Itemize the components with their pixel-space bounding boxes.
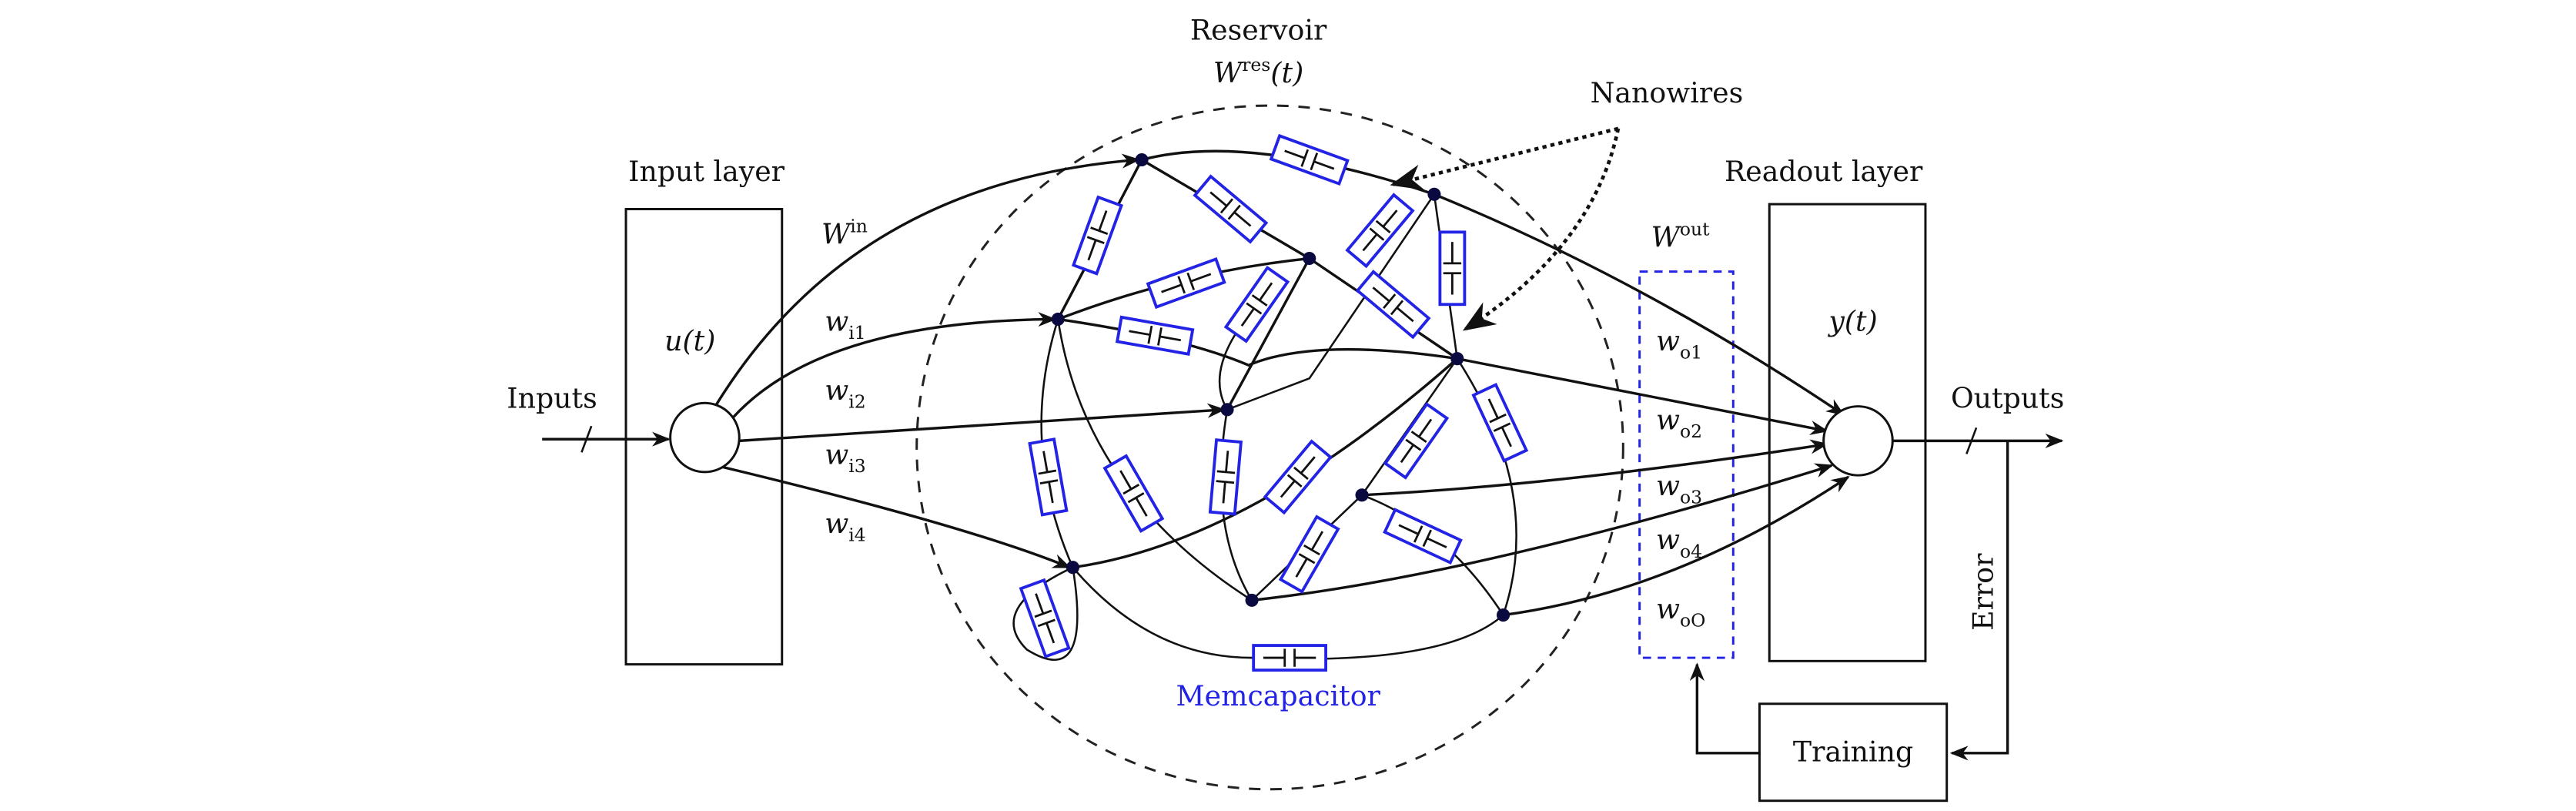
reservoir-weight: Wres(t) [1213,54,1303,89]
input-bus-slash [580,425,593,453]
training-label: Training [1793,735,1913,768]
reservoir-node [1450,352,1464,366]
input-layer-box [624,208,784,666]
reservoir-node [1303,251,1316,266]
output-weight-label: wo2 [1656,403,1702,442]
memcapacitor-symbol [1208,438,1243,516]
reservoir-node [1355,488,1369,502]
output-node [1822,405,1894,477]
memcapacitor-symbol [1345,193,1415,269]
memcapacitor-symbol [1438,230,1467,307]
readout-layer-box [1768,203,1927,662]
output-weight-label: wo3 [1656,469,1702,508]
training-box [1758,702,1949,803]
readout-signal: y(t) [1827,304,1877,337]
reservoir-title: Reservoir [1190,14,1327,47]
memcapacitor-symbol [1028,437,1069,517]
input-signal: u(t) [664,324,715,357]
input-weight-matrix: Win [821,215,868,250]
memcapacitor-symbol [1115,315,1195,356]
memcapacitors [1019,133,1529,672]
memcapacitor-symbol [1071,195,1124,276]
training-update-line [1689,662,1760,755]
memcapacitor-symbol [1252,644,1328,672]
inputs-label: Inputs [507,382,597,415]
output-bus-slash [1965,427,1978,454]
memcapacitor-symbol [1355,270,1431,340]
memcapacitor-symbol [1269,133,1350,186]
memcapacitor-symbol [1223,265,1290,344]
input-weight-label: wi2 [825,374,865,413]
memcapacitor-symbol [1102,454,1165,533]
readout-layer-title: Readout layer [1725,155,1923,188]
output-weights: wo1 wo2 wo3 wo4 woO [1656,324,1705,632]
reservoir-node [1427,187,1441,201]
output-weights-box [1638,270,1735,659]
output-weight-label: wo4 [1656,523,1702,562]
error-feedback-line [1949,441,2009,761]
reservoir-node [1135,152,1149,167]
reservoir-node [1245,593,1259,607]
memcapacitor-symbol [1383,508,1463,565]
memcapacitor-symbol [1146,256,1226,310]
memcapacitor-symbol [1383,402,1450,480]
memcapacitor-label: Memcapacitor [1176,679,1380,712]
outputs-label: Outputs [1951,382,2064,415]
reservoir-boundary [915,104,1624,791]
memcapacitor-symbol [1278,514,1340,594]
memcapacitor-symbol [1193,174,1269,244]
reservoir-node [1220,403,1234,417]
reservoir-nodes [1051,152,1510,622]
reservoir-node [1051,312,1065,327]
error-label: Error [1966,553,1999,631]
input-weight-label: wi4 [825,507,865,546]
output-weight-label: woO [1656,592,1705,632]
input-weight-label: wi1 [825,304,865,344]
memcapacitor-symbol [1019,578,1071,659]
memcapacitor-symbol [1471,383,1529,463]
reservoir-node [1497,608,1510,622]
memcapacitor-symbol [1263,439,1333,515]
nanowires-pointer-arrow [1390,126,1619,190]
input-node [669,401,741,474]
input-weights: wi1 wi2 wi3 wi4 [825,304,865,545]
input-weight-label: wi3 [825,437,865,477]
reservoir-node [1066,561,1079,575]
nanowires-label: Nanowires [1591,76,1744,109]
output-weight-label: wo1 [1656,324,1702,364]
input-layer-title: Input layer [628,155,785,188]
output-weight-matrix: Wout [1651,219,1711,254]
